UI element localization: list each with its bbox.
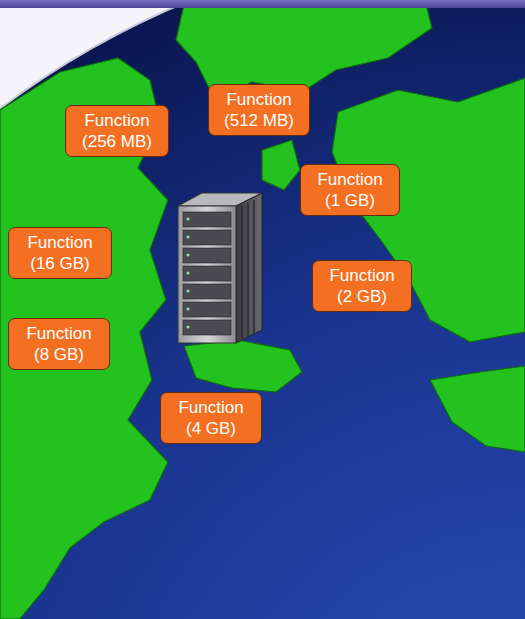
function-box: Function (16 GB) — [8, 227, 112, 279]
server-rack-icon — [178, 193, 262, 343]
function-label: Function (1 GB) — [311, 169, 389, 211]
function-label: Function (2 GB) — [323, 265, 401, 307]
function-box: Function (256 MB) — [65, 105, 169, 157]
function-box: Function (8 GB) — [8, 318, 110, 370]
function-label: Function (4 GB) — [172, 397, 250, 439]
function-box: Function (512 MB) — [208, 84, 310, 136]
function-label: Function (8 GB) — [20, 323, 98, 365]
function-label: Function (512 MB) — [220, 89, 298, 131]
function-box: Function (1 GB) — [300, 164, 400, 216]
function-box: Function (2 GB) — [312, 260, 412, 312]
function-box: Function (4 GB) — [160, 392, 262, 444]
function-label: Function (16 GB) — [21, 232, 99, 274]
title-bar — [0, 0, 525, 8]
function-label: Function (256 MB) — [78, 110, 156, 152]
